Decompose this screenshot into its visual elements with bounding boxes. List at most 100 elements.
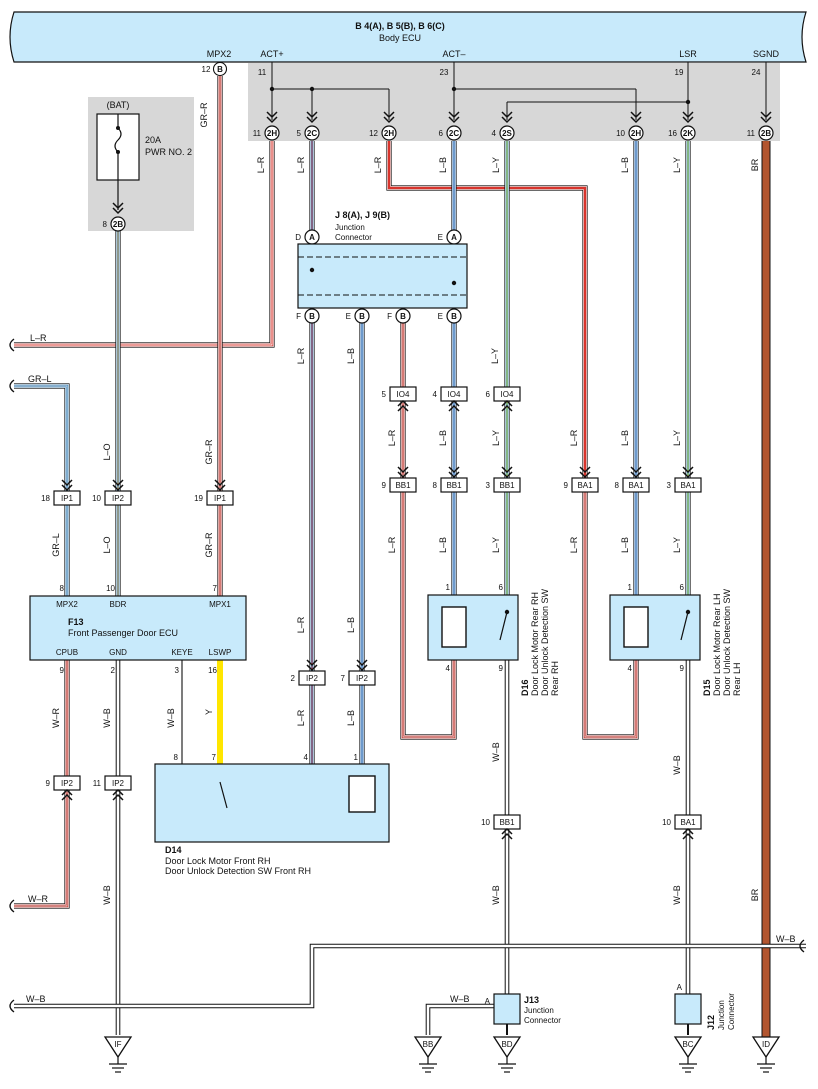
wire-color-label: L–R	[569, 536, 579, 553]
ground-icon	[103, 1036, 133, 1059]
ecu-bus-junction-dots	[269, 86, 691, 105]
switch-icon	[219, 781, 228, 809]
wire-color-label: L–B	[438, 157, 448, 173]
d15-pin-number: 4	[628, 664, 633, 673]
chevron-up-icon	[397, 399, 409, 412]
wire-color-label: L–B	[620, 537, 630, 553]
inline-connector-pin: 18	[41, 494, 50, 503]
wire-color-label: L–Y	[491, 430, 501, 446]
f13-name: Front Passenger Door ECU	[68, 628, 178, 638]
inline-connector-code: IP1	[214, 494, 227, 503]
connector-pin-number: E	[346, 312, 351, 321]
connector-code: 2B	[113, 220, 123, 229]
f13-pin-number: 9	[60, 666, 65, 675]
j12-line2: Connector	[727, 993, 736, 1030]
ecu-connector-circle	[758, 125, 774, 141]
body-ecu-connectors: B 4(A), B 5(B), B 6(C)	[355, 21, 445, 31]
wire-color-label: L–R	[569, 429, 579, 446]
f13-pin-number: 3	[175, 666, 180, 675]
ecu-connector-circle	[264, 125, 280, 141]
ground-code: BD	[501, 1040, 512, 1049]
wire-color-label: L–B	[620, 157, 630, 173]
d14-pin-number: 8	[174, 753, 179, 762]
wire-color-label: L–Y	[491, 537, 501, 553]
wire-color-label: BR	[750, 158, 760, 171]
chevron-down-icon	[356, 659, 368, 672]
wire-color-label: L–B	[620, 430, 630, 446]
chevron-up-icon	[501, 827, 513, 840]
connector-code: 2C	[307, 129, 317, 138]
inline-connector-box	[206, 490, 234, 506]
inline-connector-pin: 9	[564, 481, 569, 490]
inline-connector-code: BB1	[446, 481, 462, 490]
d16-pin-number: 6	[499, 583, 504, 592]
wire-lr-rear	[388, 141, 586, 478]
d14-code: D14	[165, 845, 182, 855]
f13-pin-number: 2	[111, 666, 116, 675]
d15-code: D15	[702, 679, 712, 696]
inline-connector-pin: 10	[481, 818, 490, 827]
mpx2-connector-circle	[212, 61, 228, 77]
ground-icon	[751, 1036, 781, 1059]
d16-code: D16	[520, 679, 530, 696]
inline-connector-pin: 8	[615, 481, 620, 490]
pin-number-sgnd: 24	[752, 68, 761, 77]
d14-line1: Door Lock Motor Front RH	[165, 856, 271, 866]
connector-code: 2K	[683, 129, 693, 138]
d14-pin-number: 7	[212, 753, 217, 762]
connector-circle	[354, 308, 370, 324]
wire-color-label: Y	[204, 709, 214, 715]
fuse-name: PWR NO. 2	[145, 147, 192, 157]
junction-j8-title: J 8(A), J 9(B)	[335, 210, 390, 220]
connector-code: 2C	[449, 129, 459, 138]
chevron-up-icon	[501, 399, 513, 412]
body-ecu-title: Body ECU	[379, 33, 421, 43]
wire-wr	[14, 790, 69, 908]
d14-line2: Door Unlock Detection SW Front RH	[165, 866, 311, 876]
inline-connector-pin: 9	[382, 481, 387, 490]
wire-color-label: L–R	[387, 536, 397, 553]
inline-connector-pin: 2	[291, 674, 296, 683]
inline-connector-code: BA1	[628, 481, 644, 490]
inline-connector-box	[493, 477, 521, 493]
inline-connector-code: BA1	[680, 481, 696, 490]
labels-layer: J 8(A), J 9(B)JunctionConnectorF13Front …	[26, 102, 796, 1030]
f13-pin-number: 8	[60, 584, 65, 593]
f13-pin-number: 7	[213, 584, 218, 593]
d15-pin-number: 1	[628, 583, 633, 592]
fuse-source-label: (BAT)	[107, 100, 130, 110]
d16-pin-number: 1	[446, 583, 451, 592]
connector-pin-number: D	[295, 233, 301, 242]
chevron-down-icon	[760, 111, 772, 124]
wire-lr-rear	[387, 141, 587, 478]
wire-color-label: L–R	[30, 333, 47, 343]
ground-code: IF	[114, 1040, 121, 1049]
junction-j8-sub: Connector	[335, 233, 372, 242]
wire-color-label: L–R	[296, 616, 306, 633]
wire-color-label: W–B	[102, 885, 112, 905]
motor-icon	[348, 775, 376, 813]
j12-pin: A	[677, 983, 683, 992]
ground-icon	[413, 1036, 443, 1059]
wire-break-icon	[799, 939, 805, 953]
inline-connector-pin: 7	[341, 674, 346, 683]
connector-pin-number: 11	[747, 129, 756, 138]
chevron-down-icon	[448, 111, 460, 124]
chevron-up-icon	[448, 399, 460, 412]
pin-label-actm: ACT–	[442, 49, 465, 59]
chevron-down-icon	[501, 111, 513, 124]
chevron-down-icon	[306, 659, 318, 672]
ecu-connector-circle	[446, 125, 462, 141]
wire-wb-bb	[425, 1003, 497, 1035]
inline-connector-code: IP2	[306, 674, 319, 683]
j12-box	[674, 993, 702, 1025]
inline-connector-code: BB1	[395, 481, 411, 490]
connector-pin-number: F	[387, 312, 392, 321]
ecu-connector-circle	[628, 125, 644, 141]
inline-connector-box	[53, 490, 81, 506]
chevron-down-icon	[266, 111, 278, 124]
wire-color-label: L–R	[373, 156, 383, 173]
inline-connector-pin: 3	[486, 481, 491, 490]
inline-connector-code: BA1	[577, 481, 593, 490]
inline-connector-box	[389, 477, 417, 493]
